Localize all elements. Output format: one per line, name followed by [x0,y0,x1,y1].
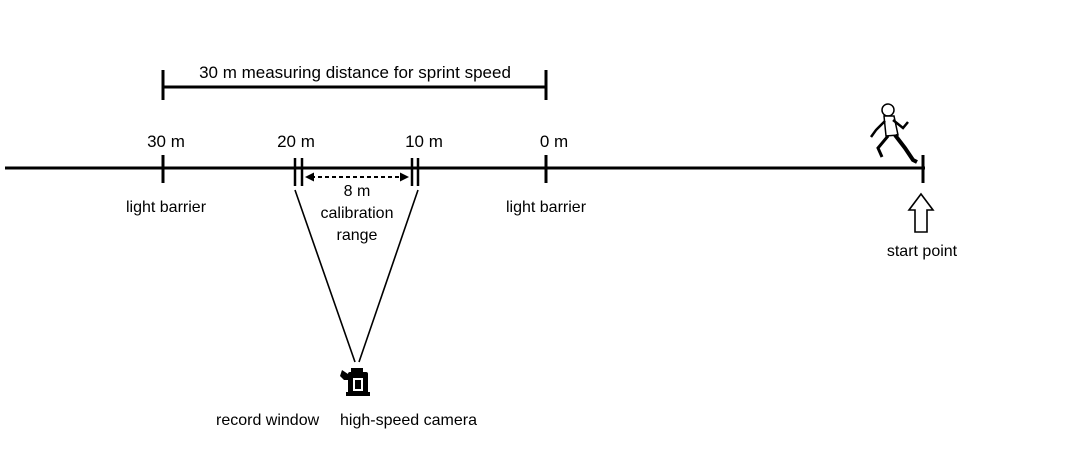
tick-20m-pair [293,158,304,186]
calibration-label-line2: range [337,227,378,244]
start-point-label: start point [887,243,958,260]
calibration-label-line1: calibration [321,205,394,222]
light-barrier-left-label: light barrier [126,199,207,216]
high-speed-camera-label: high-speed camera [340,412,477,429]
up-arrow-icon [907,192,935,233]
camera-icon [340,368,370,396]
measuring-distance-bracket [161,70,548,100]
marker-20m: 20 m [277,132,315,151]
runner-icon [869,103,918,164]
marker-0m: 0 m [540,132,568,151]
calibration-distance-label: 8 m [344,183,371,200]
marker-30m: 30 m [147,132,185,151]
calibration-arrow [305,172,409,182]
marker-10m: 10 m [405,132,443,151]
tick-10m-pair [410,158,420,186]
camera-view-cone [294,189,419,363]
record-window-label: record window [216,412,320,429]
light-barrier-right-label: light barrier [506,199,587,216]
measuring-distance-label: 30 m measuring distance for sprint speed [199,63,511,82]
